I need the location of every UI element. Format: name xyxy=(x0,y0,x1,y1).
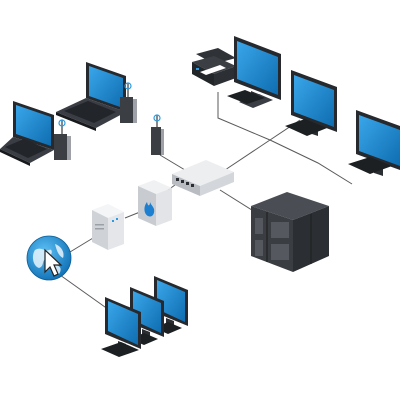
wifi-ap-3 xyxy=(151,114,164,155)
router xyxy=(92,204,124,250)
wifi-antenna-icon xyxy=(54,119,71,160)
server xyxy=(251,192,329,272)
link-switch-desktops-bus xyxy=(269,139,353,185)
link-internet-monitors xyxy=(59,274,113,313)
printer-icon xyxy=(192,48,236,86)
laptop-icon xyxy=(0,101,54,166)
link-router-firewall xyxy=(124,211,141,219)
remote-monitor-1 xyxy=(101,297,141,357)
firewall xyxy=(138,180,172,226)
cursor-icon xyxy=(44,248,63,277)
desktop-3 xyxy=(348,110,400,176)
link-switch-wifi xyxy=(159,154,186,171)
laptop-2 xyxy=(56,62,126,131)
wifi-antenna-icon xyxy=(120,82,137,123)
printer xyxy=(192,48,236,86)
wifi-ap-2 xyxy=(120,82,137,123)
monitor-icon xyxy=(227,36,281,108)
laptop-icon xyxy=(56,62,126,131)
switch-icon xyxy=(172,160,234,196)
desktop-1 xyxy=(227,36,281,108)
server-icon xyxy=(251,192,329,272)
link-switch-server xyxy=(219,189,256,213)
link-desktop-1-bus xyxy=(217,92,271,141)
laptop-1 xyxy=(0,101,54,166)
wifi-ap-1 xyxy=(54,119,71,160)
internet xyxy=(26,235,72,281)
desktop-2 xyxy=(285,70,337,136)
router-icon xyxy=(92,204,124,250)
switch xyxy=(172,160,234,196)
firewall-icon xyxy=(138,180,172,226)
monitor-icon xyxy=(101,297,141,357)
monitor-icon xyxy=(285,70,337,136)
monitor-icon xyxy=(348,110,400,176)
wifi-antenna-icon xyxy=(151,114,164,155)
